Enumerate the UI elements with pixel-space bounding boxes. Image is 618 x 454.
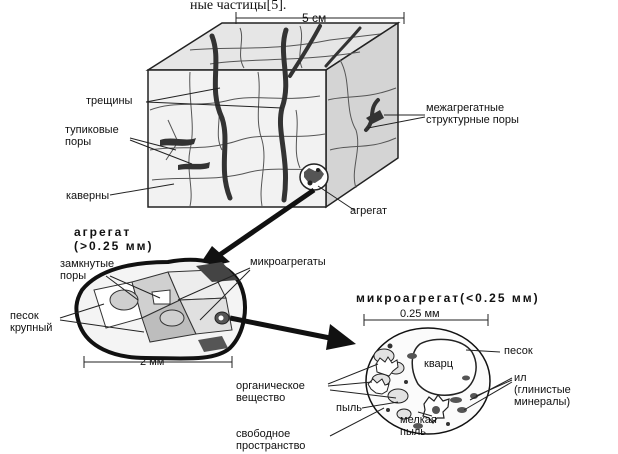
aggregate-scale-label: 2 мм — [140, 356, 164, 368]
label-silt-clay: ил (глинистые минералы) — [514, 372, 571, 408]
soil-block — [148, 23, 398, 207]
label-interaggregate-pores: межагрегатные структурные поры — [426, 102, 519, 126]
aggregate-title: агрегат (>0.25 мм) — [74, 225, 153, 253]
label-deadend-pores: тупиковые поры — [65, 124, 119, 148]
label-quartz: кварц — [424, 358, 453, 370]
block-aggregate-spot — [300, 164, 328, 190]
label-free-space: свободное пространство — [236, 428, 305, 452]
label-dust: пыль — [336, 402, 362, 414]
label-coarse-sand: песок крупный — [10, 310, 52, 334]
block-scale-label: 5 см — [302, 12, 326, 24]
label-organic-matter: органическое вещество — [236, 380, 305, 404]
label-fine-dust: мелкая пыль — [400, 414, 437, 438]
arrow-aggregate-to-microaggregate — [230, 318, 356, 350]
label-caverns: каверны — [66, 190, 109, 202]
label-microaggregates: микроагрегаты — [250, 256, 326, 268]
label-cracks: трещины — [86, 95, 132, 107]
microaggregate-title: микроагрегат(<0.25 мм) — [356, 291, 540, 305]
label-closed-pores: замкнутые поры — [60, 258, 114, 282]
label-sand: песок — [504, 345, 533, 357]
microaggregate-scale-label: 0.25 мм — [400, 308, 440, 320]
label-aggregate: агрегат — [350, 205, 387, 217]
